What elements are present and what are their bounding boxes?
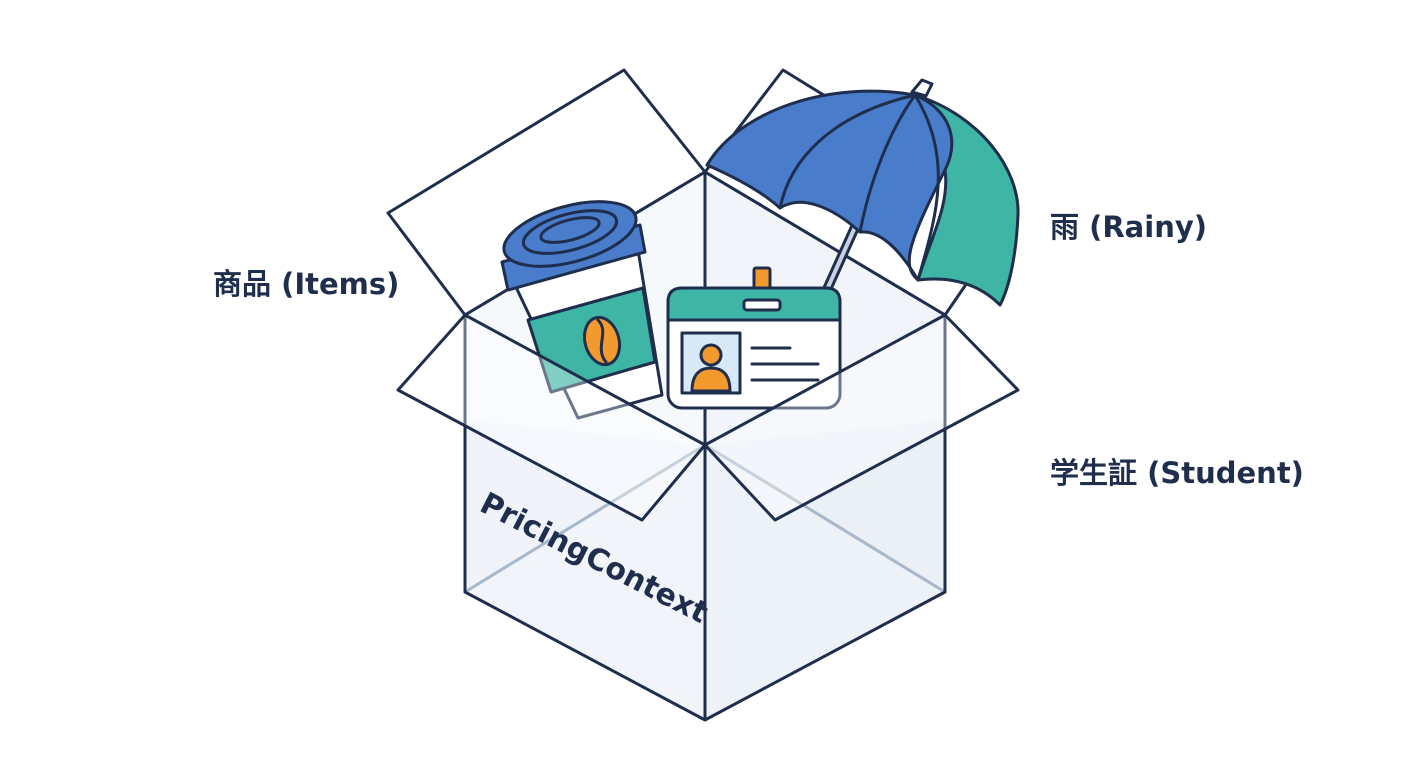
box-front-flaps [396, 313, 1020, 522]
label-student: 学生証 (Student) [1050, 456, 1304, 490]
box-front-right-face [705, 420, 945, 720]
label-rainy: 雨 (Rainy) [1050, 210, 1207, 244]
umbrella-tip [910, 78, 934, 98]
umbrella-rib-3 [913, 93, 940, 282]
coffee-bean-icon [582, 315, 622, 367]
coffee-cup-lid-top [502, 200, 638, 268]
student-id-card-icon [666, 266, 842, 410]
box-inner-edge-left [464, 443, 706, 594]
label-items: 商品 (Items) [213, 267, 400, 301]
coffee-cup-lid-ring-1 [521, 209, 619, 255]
box-front [463, 315, 947, 722]
box-front-left-face [465, 420, 705, 720]
card-slot [742, 298, 782, 312]
umbrella-canopy-blue [705, 89, 956, 282]
umbrella-icon [705, 78, 1020, 310]
person-icon [690, 343, 732, 393]
box-inner-edge-right [704, 443, 946, 594]
box-flap-front-right [703, 313, 1020, 522]
umbrella-rib-1 [778, 93, 917, 210]
umbrella-rib-2 [858, 93, 917, 234]
coffee-cup-lid-ring-2 [539, 216, 601, 244]
umbrella-canopy-teal [913, 93, 1020, 307]
box-flap-front-left [396, 313, 707, 522]
